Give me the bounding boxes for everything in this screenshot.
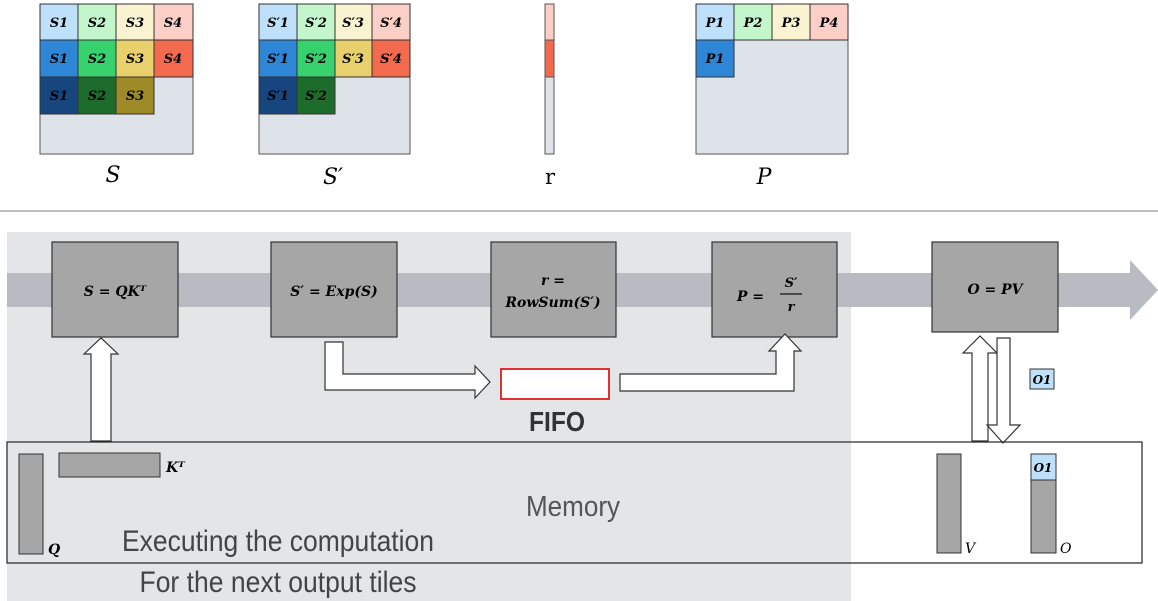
stage-pv-formula: O = PV xyxy=(967,282,1024,298)
matrix-s: S1 S2 S3 S4 S1 S2 S3 S4 S1 S2 S3 S xyxy=(39,3,194,188)
tile-label: S3 xyxy=(126,89,144,104)
tile xyxy=(258,3,298,41)
memory-title: Memory xyxy=(526,491,620,523)
stage-exp-formula: S′ = Exp(S) xyxy=(290,284,377,300)
stage-normalize: P = S′ r xyxy=(711,241,838,338)
matrix-s-tiles xyxy=(39,3,194,115)
tile-label: P1 xyxy=(705,16,725,31)
tile-label: S′1 xyxy=(267,16,289,31)
kt-matrix-bar xyxy=(58,452,161,478)
matrix-p-label: P xyxy=(756,165,773,190)
tile-label: S′2 xyxy=(305,52,327,67)
vector-r: r xyxy=(544,3,556,189)
matrix-s-prime-label: S′ xyxy=(323,165,343,190)
stage-exp: S′ = Exp(S) xyxy=(270,241,398,338)
stage-qk: S = QKᵀ xyxy=(51,241,179,338)
stage-box xyxy=(711,241,838,338)
tile xyxy=(334,39,373,78)
tile xyxy=(371,39,411,78)
stage-box xyxy=(270,241,398,338)
memory-box xyxy=(6,441,1143,564)
tile xyxy=(771,3,811,41)
vector-r-label: r xyxy=(545,165,556,189)
tile-label: S4 xyxy=(164,16,182,31)
tile xyxy=(258,39,298,78)
o-label: O xyxy=(1060,541,1072,557)
tile-label: S′3 xyxy=(342,52,364,67)
matrix-p: P1 P2 P3 P4 P1 P xyxy=(695,3,849,190)
stage-rowsum-formula-line1: r = xyxy=(541,273,565,289)
tile-label: S′1 xyxy=(267,89,289,104)
stage-rowsum-formula-line2: RowSum(S′) xyxy=(504,295,600,311)
tile xyxy=(39,3,79,41)
v-label: V xyxy=(965,541,977,557)
tile xyxy=(258,76,298,115)
tile-label: S′2 xyxy=(305,16,327,31)
tile-label: S1 xyxy=(50,52,68,67)
tile xyxy=(115,39,155,78)
matrix-s-prime-tiles xyxy=(258,3,411,115)
o1-tile xyxy=(1029,368,1055,390)
matrix-s-prime: S′1 S′2 S′3 S′4 S′1 S′2 S′3 S′4 S′1 S′2 … xyxy=(258,3,411,190)
tile-label: S2 xyxy=(88,89,106,104)
stage-rowsum: r = RowSum(S′) xyxy=(490,241,617,338)
v-matrix-bar xyxy=(936,453,962,554)
tile xyxy=(153,39,194,78)
tile xyxy=(695,3,735,41)
stage-normalize-denominator: r xyxy=(788,300,796,315)
vector-r-tile xyxy=(544,3,555,41)
vector-r-tile xyxy=(544,39,555,78)
tile-label: P2 xyxy=(743,16,763,31)
tile xyxy=(115,76,155,115)
tile-label: S′2 xyxy=(305,89,327,104)
tile-label: P4 xyxy=(819,16,839,31)
tile xyxy=(39,39,79,78)
tile-label: S4 xyxy=(164,52,182,67)
tile-label: S′4 xyxy=(380,52,402,67)
tile xyxy=(39,76,79,115)
tile-label: S′3 xyxy=(342,16,364,31)
tile xyxy=(695,39,735,78)
kt-label: Kᵀ xyxy=(165,460,186,476)
tile-label: S3 xyxy=(126,52,144,67)
matrix-s-label: S xyxy=(105,163,120,188)
stage-box xyxy=(490,241,617,338)
bent-right-arrow-icon xyxy=(324,341,491,400)
bent-up-arrow-icon xyxy=(619,333,803,392)
q-matrix-bar xyxy=(18,453,44,555)
tile-label: S2 xyxy=(88,16,106,31)
tile-label: S′4 xyxy=(380,16,402,31)
o1-stored-label: O1 xyxy=(1034,461,1053,475)
tile-label: S2 xyxy=(88,52,106,67)
tile-label: S1 xyxy=(50,16,68,31)
up-arrow-icon xyxy=(82,337,120,442)
tile-label: S′1 xyxy=(267,52,289,67)
stage-box xyxy=(931,241,1059,333)
tile-label: S1 xyxy=(50,89,68,104)
fifo-label: FIFO xyxy=(529,406,585,437)
next-tiles-line1: Executing the computation xyxy=(122,525,434,558)
tile xyxy=(371,3,411,41)
matrix-p-tiles xyxy=(695,3,849,78)
tile xyxy=(296,39,336,78)
stage-pv: O = PV xyxy=(931,241,1059,333)
q-label: Q xyxy=(48,542,60,558)
tile xyxy=(296,76,336,115)
next-tiles-line2: For the next output tiles xyxy=(140,566,417,599)
tile-label: P1 xyxy=(705,52,725,67)
tile-label: P3 xyxy=(781,16,801,31)
stage-box xyxy=(51,241,179,338)
tile xyxy=(334,3,373,41)
tile-label: S3 xyxy=(126,16,144,31)
o1-tile-label: O1 xyxy=(1033,373,1052,387)
fifo-buffer xyxy=(500,368,610,400)
tile xyxy=(809,3,849,41)
stage-normalize-numerator: S′ xyxy=(785,276,798,291)
stage-normalize-lhs: P = xyxy=(736,289,764,305)
stage-qk-formula: S = QKᵀ xyxy=(84,284,148,300)
down-arrow-icon xyxy=(985,337,1022,444)
o1-stored-tile xyxy=(1030,453,1057,481)
